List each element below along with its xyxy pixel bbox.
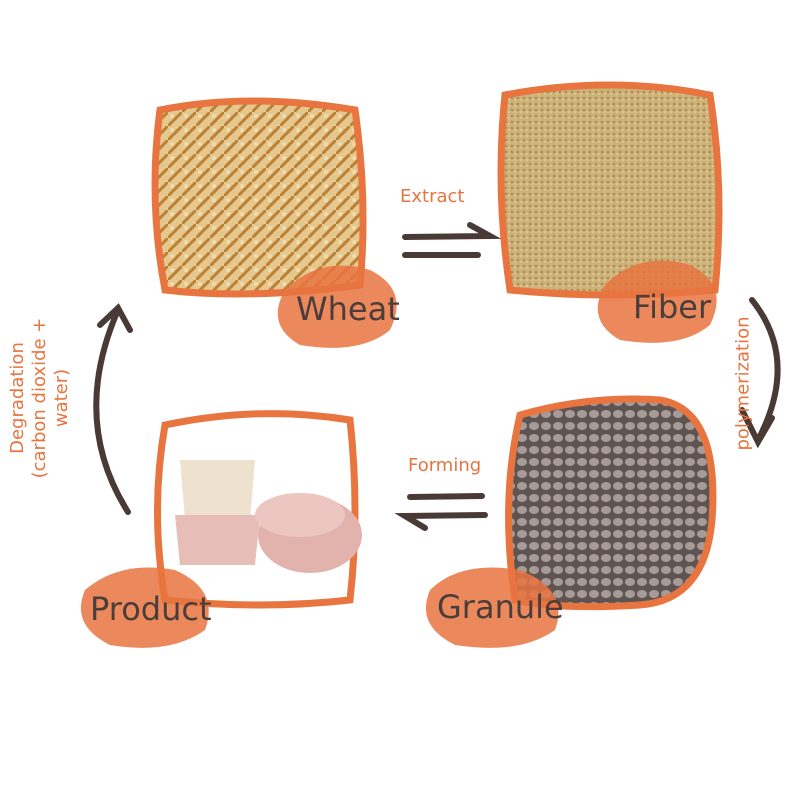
- fiber-image: [497, 81, 723, 299]
- degradation-step-label: Degradation (carbon dioxide + water): [7, 288, 73, 508]
- forming-step-label: Forming: [408, 455, 482, 476]
- wheat-label: Wheat: [296, 290, 400, 328]
- granule-label: Granule: [437, 588, 564, 626]
- wheat-paint-splash: [277, 265, 397, 348]
- polymerization-step-label: polymerization: [732, 316, 754, 451]
- granule-paint-splash: [425, 567, 559, 648]
- product-image: [175, 460, 362, 573]
- extract-step-label: Extract: [400, 186, 465, 207]
- product-paint-splash: [80, 567, 209, 648]
- fiber-label: Fiber: [633, 288, 712, 326]
- degradation-arrow: [93, 303, 133, 515]
- product-label: Product: [90, 590, 212, 628]
- granule-image: [505, 395, 717, 611]
- degradation-line-2: (carbon dioxide + water): [29, 317, 72, 479]
- wheat-image: [151, 97, 367, 298]
- forming-arrow: [394, 493, 488, 531]
- degradation-line-1: Degradation: [7, 342, 28, 454]
- polymerization-arrow: [739, 297, 781, 449]
- extract-arrow: [402, 222, 502, 258]
- fiber-paint-splash: [597, 260, 717, 343]
